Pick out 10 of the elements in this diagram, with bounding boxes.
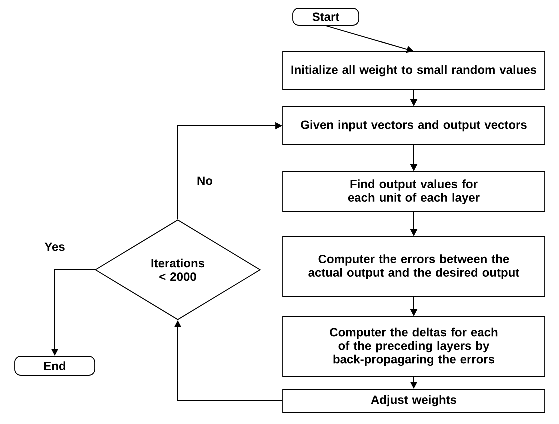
terminal-box: End [14, 356, 96, 376]
edge-label: No [196, 176, 214, 186]
edge-label: Yes [44, 242, 66, 252]
process-box: Given input vectors and output vectors [282, 106, 546, 146]
process-box: Initialize all weight to small random values [282, 52, 546, 90]
terminal-box: Start [292, 8, 360, 26]
process-box: Computer the errors between the actual output and the desired output [282, 236, 546, 298]
process-box: Computer the deltas for each of the preceding layers by back-propagaring the errors [282, 316, 546, 378]
process-box: Adjust weights [282, 389, 546, 413]
process-box: Find output values for each unit of each layer [282, 172, 546, 212]
